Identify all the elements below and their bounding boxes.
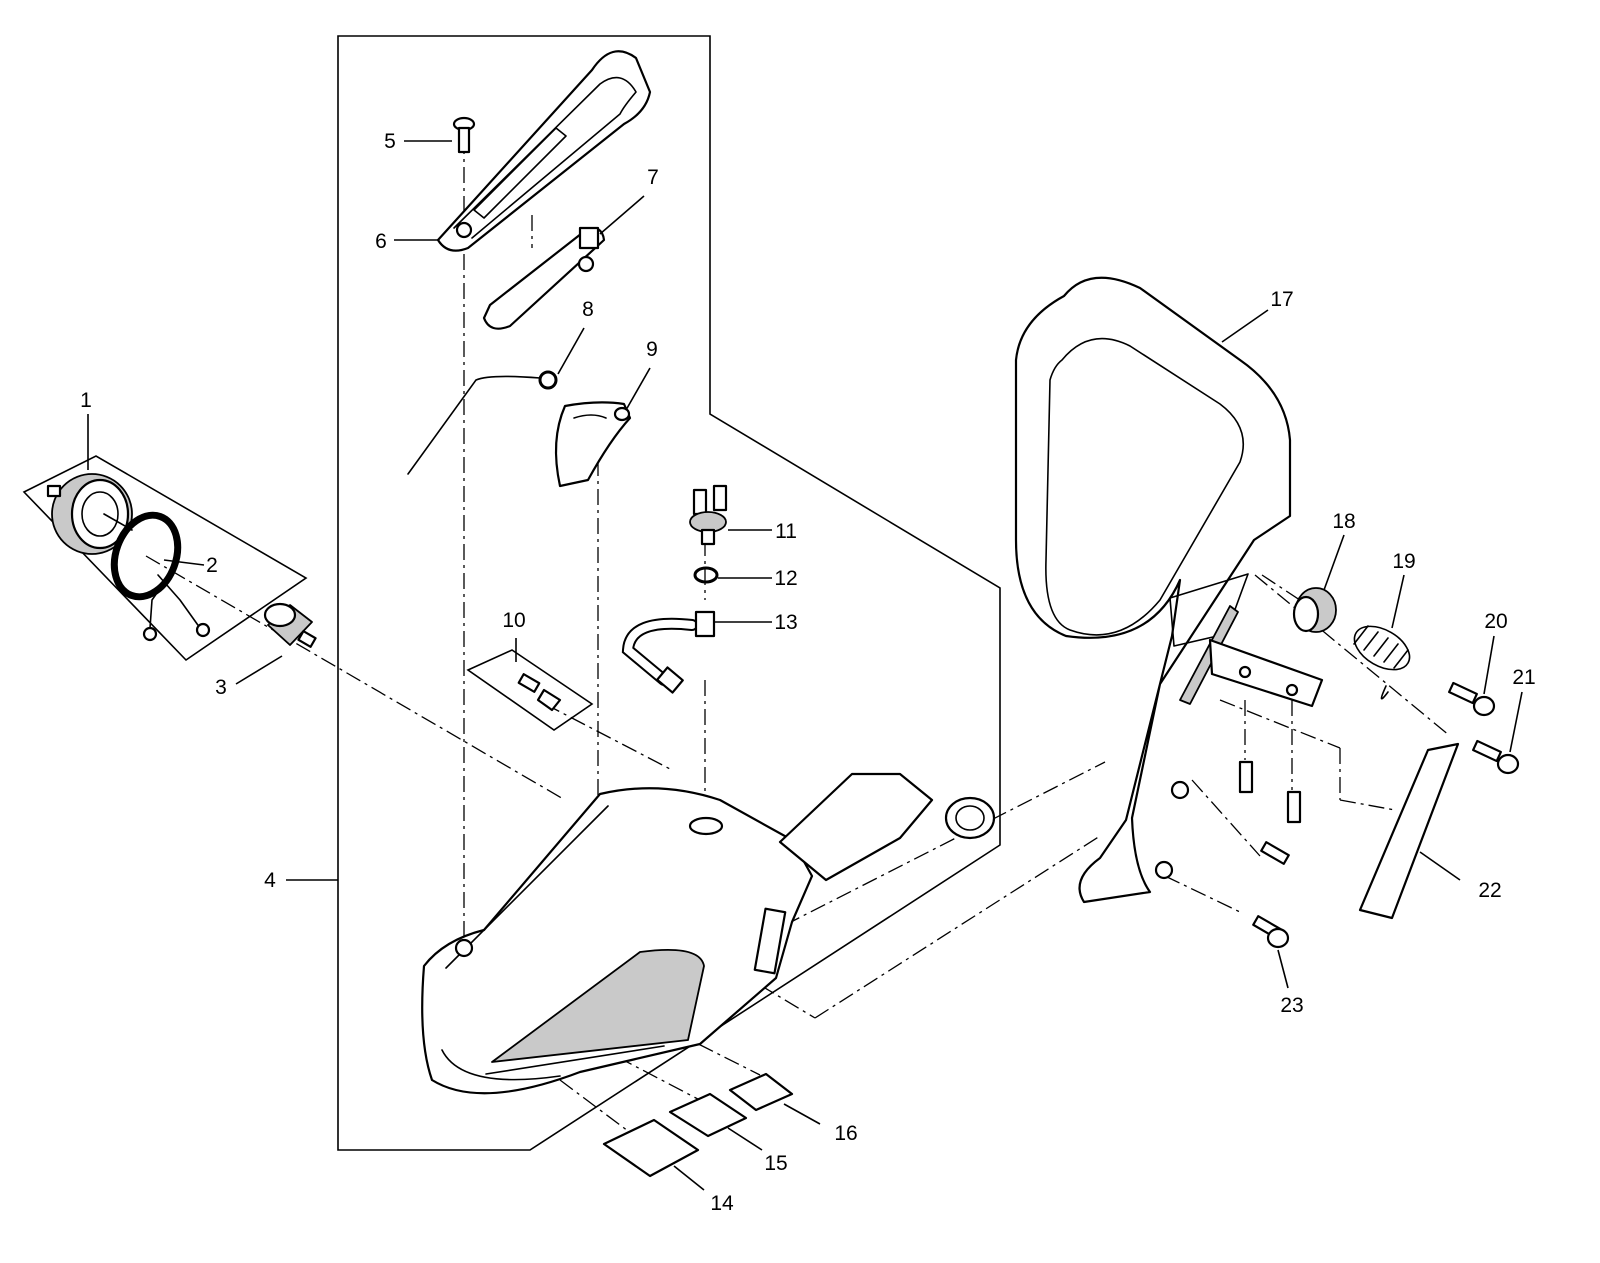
callout-21: 21 [1512,666,1535,689]
part-14-label [602,1118,700,1178]
callout-11: 11 [775,520,797,543]
callout-1: 1 [80,389,92,412]
part-6-handle-cover [436,50,652,252]
callout-17: 17 [1270,288,1293,311]
callout-14: 14 [710,1192,734,1215]
callout-20: 20 [1484,610,1507,633]
part-7-throttle-trigger [482,226,606,330]
part-5-screw [452,116,476,154]
callout-6: 6 [375,230,387,253]
part-10-plug-and-valve [517,673,562,712]
callout-15: 15 [764,1152,787,1175]
callout-5: 5 [384,130,396,153]
group-frame-4 [337,35,1001,1151]
callout-18: 18 [1332,510,1355,533]
part-22-guard-strip [1358,742,1460,920]
part-9-throttle-lockout [554,401,632,488]
part-3-fuel-filter [263,602,317,648]
part-18-collar [1292,587,1337,633]
callout-labels: 1 2 3 4 5 6 7 8 9 10 11 12 13 14 15 16 1… [80,130,1536,1215]
part-1-fuel-cap [46,473,133,555]
callout-8: 8 [582,298,594,321]
callout-3: 3 [215,676,227,699]
part-12-vent-ring [693,566,719,584]
callout-2: 2 [206,554,218,577]
callout-16: 16 [834,1122,857,1145]
callout-7: 7 [647,166,659,189]
part-23-screw [1252,915,1290,949]
part-8-spring [407,370,558,475]
callout-13: 13 [774,611,797,634]
part-19-spring [1353,625,1411,700]
callout-4: 4 [264,869,276,892]
part-21-screw [1472,739,1520,775]
callout-12: 12 [774,567,797,590]
part-15-label [668,1092,748,1138]
part-16-label [728,1072,794,1112]
callout-22: 22 [1478,879,1501,902]
group-frame-1 [22,455,308,662]
handle-mount-screws [1238,760,1302,865]
callout-9: 9 [646,338,658,361]
callout-23: 23 [1280,994,1303,1017]
group-frame-10 [466,649,594,731]
part-4-rear-handle-fuel-tank [421,772,996,1095]
part-17-front-handle [1014,276,1324,904]
leader-lines [87,140,1523,1191]
part-13-fuel-hose [621,610,716,694]
assembly-centerlines [145,138,1451,1141]
part-2-o-ring [110,511,211,642]
callout-10: 10 [502,609,525,632]
callout-19: 19 [1392,550,1415,573]
part-20-screw [1448,681,1496,717]
part-11-tank-vent [689,484,728,546]
